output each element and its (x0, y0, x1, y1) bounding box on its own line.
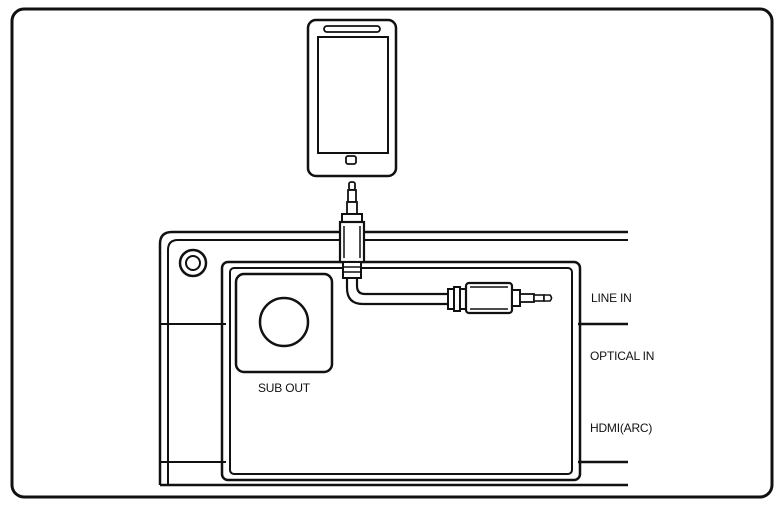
smartphone-icon (306, 18, 398, 178)
panel-screw-icon (178, 248, 208, 278)
diagram-frame (10, 7, 774, 499)
line-in-label: LINE IN (591, 291, 632, 305)
optical-in-label: OPTICAL IN (590, 349, 655, 363)
audio-cable-icon (345, 278, 553, 315)
sub-out-label: SUB OUT (258, 381, 310, 395)
hdmi-arc-label: HDMI(ARC) (590, 421, 653, 435)
subwoofer-port-icon (234, 272, 334, 374)
soundbar-rear-panel (158, 230, 628, 487)
recessed-port-panel (220, 260, 582, 482)
audio-jack-icon (338, 181, 366, 279)
